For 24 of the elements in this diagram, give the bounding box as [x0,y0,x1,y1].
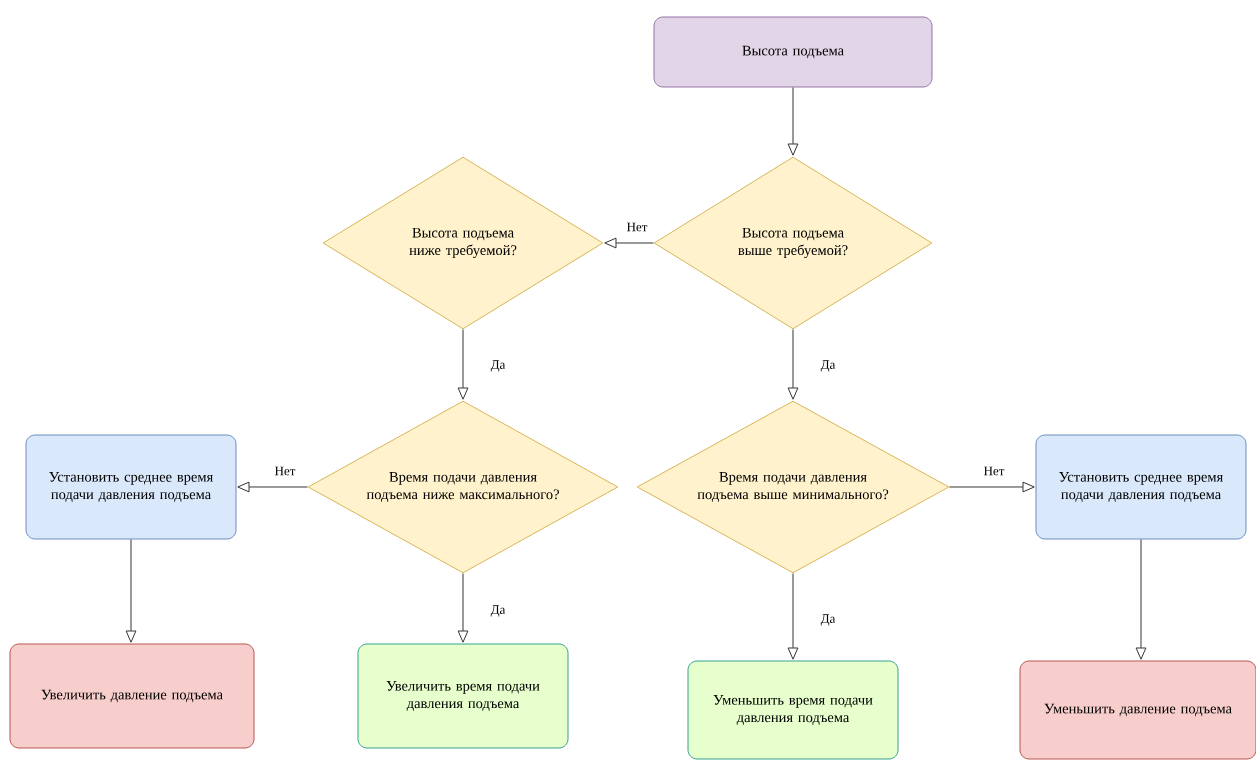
process-box: Установить среднее время подачи давления подъема [25,434,237,540]
process-box: Высота подъема [653,16,933,88]
edge-label: Нет [625,221,649,233]
process-box: Уменьшить время подачи давления подъема [687,660,899,760]
arrow [457,573,469,643]
arrow [949,481,1035,493]
edge-label: Нет [273,465,297,477]
edge-label: Да [819,359,837,373]
arrow [787,329,799,400]
arrow [125,539,137,643]
edge-label: Да [819,613,837,627]
process-box: Уменьшить давление подъема [1019,660,1256,760]
process-box: Установить среднее время подачи давления подъема [1035,434,1247,540]
arrow [457,329,469,400]
process-box: Увеличить время подачи давления подъема [357,643,569,749]
arrow [787,573,799,660]
arrow [787,87,799,156]
process-box: Увеличить давление подъема [9,643,255,749]
edge-label: Да [489,604,507,618]
arrow [237,481,308,493]
arrow [1135,539,1147,660]
edge-label: Нет [982,465,1006,477]
edge-label: Да [489,359,507,373]
arrow [604,237,654,249]
